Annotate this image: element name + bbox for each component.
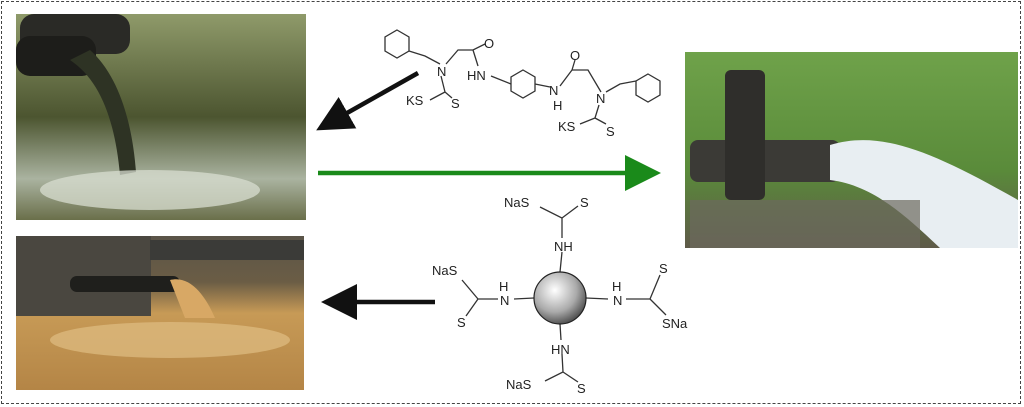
atom-label: S <box>606 124 615 139</box>
molecule-bis-dithiocarbamate: KS S N HN O N H O N KS S <box>384 29 661 139</box>
atom-label: HN <box>467 68 486 83</box>
atom-label: NaS <box>506 377 532 392</box>
atom-label: S <box>577 381 586 396</box>
atom-label: NaS <box>432 263 458 278</box>
atom-label: S <box>580 195 589 210</box>
photo-clean-water <box>685 52 1018 248</box>
atom-label: N <box>500 293 509 308</box>
molecule-functionalized-nanoparticle: NaS S NH NaS S H N H N S SNa HN NaS S <box>432 195 688 396</box>
atom-label: O <box>570 48 580 63</box>
atom-label: N <box>437 64 446 79</box>
atom-label: KS <box>406 93 424 108</box>
atom-label: N <box>549 83 558 98</box>
atom-label: SNa <box>662 316 688 331</box>
arrow-top-left <box>316 71 420 131</box>
atom-label: NH <box>554 239 573 254</box>
atom-label: H <box>499 279 508 294</box>
atom-label: H <box>553 98 562 113</box>
atom-label: HN <box>551 342 570 357</box>
atom-label: S <box>457 315 466 330</box>
photo-industrial-effluent <box>16 236 304 390</box>
atom-label: N <box>613 293 622 308</box>
atom-label: N <box>596 91 605 106</box>
atom-label: H <box>612 279 621 294</box>
nanoparticle-sphere <box>533 271 587 325</box>
atom-label: NaS <box>504 195 530 210</box>
atom-label: O <box>484 36 494 51</box>
atom-label: S <box>659 261 668 276</box>
atom-label: S <box>451 96 460 111</box>
photo-sewage-outfall <box>16 14 306 220</box>
atom-label: KS <box>558 119 576 134</box>
